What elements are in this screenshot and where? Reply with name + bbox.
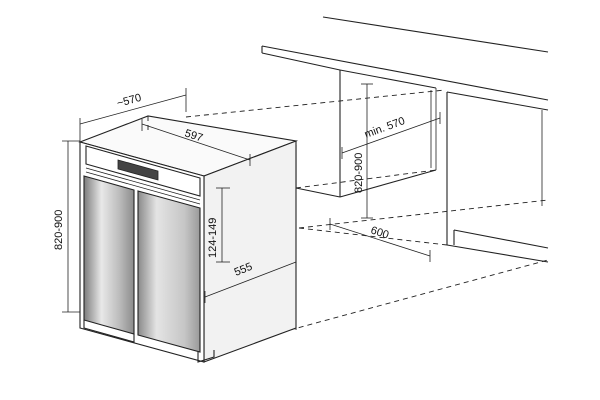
worktop	[261, 16, 549, 101]
front-door-right-panel	[137, 190, 201, 353]
niche-guide-lines	[185, 89, 549, 331]
front-door-left-panel	[83, 175, 135, 335]
dim-niche-width-label: 600	[369, 224, 390, 241]
dim-width-top-label: 597	[183, 127, 204, 144]
dim-niche-width: 600	[329, 218, 431, 262]
dim-depth-top-label: ~570	[116, 92, 143, 110]
dim-width-top: 597	[141, 119, 251, 166]
dim-niche-height-label: 820-900	[353, 153, 365, 193]
dishwasher	[78, 115, 299, 363]
niche-right-cabinet	[446, 91, 549, 263]
dim-plinth-range-label: 124-149	[207, 218, 219, 258]
dim-niche-depth: min. 570	[341, 112, 441, 159]
dim-plinth-range: 124-149	[207, 187, 230, 263]
dim-overall-height-label: 820-900	[53, 210, 65, 250]
control-panel-display	[117, 159, 159, 181]
dim-niche-height: 820-900	[353, 83, 373, 219]
dim-niche-depth-label: min. 570	[363, 115, 407, 141]
dim-overall-height: 820-900	[53, 140, 80, 313]
